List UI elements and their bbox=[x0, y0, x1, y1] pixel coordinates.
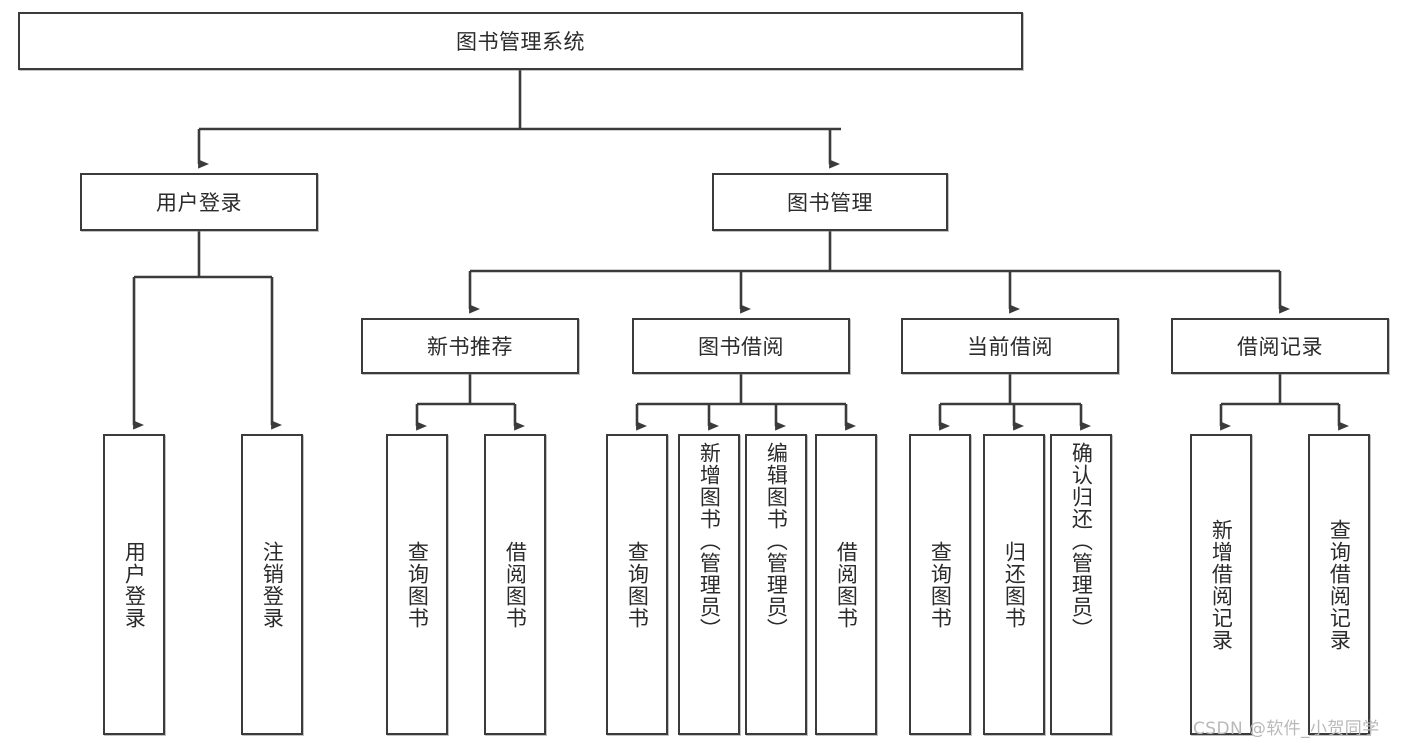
leaf-user-login-label: 用户登录 bbox=[122, 540, 147, 629]
leaf-confirm-return-admin-label: 确认归还（管理员） bbox=[1069, 442, 1094, 640]
node-user-login[interactable]: 用户登录 bbox=[80, 173, 318, 231]
csdn-watermark: CSDN @软件_小贺同学 bbox=[1193, 719, 1380, 739]
leaf-add-book-admin-label: 新增图书（管理员） bbox=[697, 442, 722, 640]
leaf-borrow-book[interactable]: 借阅图书 bbox=[815, 434, 877, 735]
node-root-label: 图书管理系统 bbox=[456, 30, 585, 54]
leaf-query-book-current-label: 查询图书 bbox=[928, 540, 953, 629]
node-new-book-recommend[interactable]: 新书推荐 bbox=[361, 318, 579, 374]
leaf-borrow-book-label: 借阅图书 bbox=[834, 540, 859, 629]
leaf-add-book-admin[interactable]: 新增图书（管理员） bbox=[678, 434, 740, 735]
leaf-edit-book-admin[interactable]: 编辑图书（管理员） bbox=[745, 434, 807, 735]
node-book-management[interactable]: 图书管理 bbox=[712, 173, 948, 231]
leaf-query-borrow-record-label: 查询借阅记录 bbox=[1327, 518, 1352, 651]
leaf-user-login[interactable]: 用户登录 bbox=[103, 434, 165, 735]
leaf-query-book-borrow[interactable]: 查询图书 bbox=[606, 434, 668, 735]
leaf-add-borrow-record-label: 新增借阅记录 bbox=[1209, 518, 1234, 651]
leaf-add-borrow-record[interactable]: 新增借阅记录 bbox=[1190, 434, 1252, 735]
node-root[interactable]: 图书管理系统 bbox=[18, 12, 1023, 70]
node-new-book-recommend-label: 新书推荐 bbox=[427, 335, 513, 359]
leaf-query-book-borrow-label: 查询图书 bbox=[625, 540, 650, 629]
node-borrow-records[interactable]: 借阅记录 bbox=[1171, 318, 1389, 374]
leaf-logout[interactable]: 注销登录 bbox=[241, 434, 303, 735]
leaf-logout-label: 注销登录 bbox=[260, 540, 285, 629]
leaf-return-book-label: 归还图书 bbox=[1002, 540, 1027, 629]
leaf-query-book-newbook-label: 查询图书 bbox=[405, 540, 430, 629]
leaf-borrow-book-newbook[interactable]: 借阅图书 bbox=[484, 434, 546, 735]
leaf-query-book-newbook[interactable]: 查询图书 bbox=[386, 434, 448, 735]
node-book-borrow-label: 图书借阅 bbox=[698, 335, 784, 359]
leaf-confirm-return-admin[interactable]: 确认归还（管理员） bbox=[1050, 434, 1112, 735]
node-current-borrow-label: 当前借阅 bbox=[967, 335, 1053, 359]
node-book-borrow[interactable]: 图书借阅 bbox=[632, 318, 850, 374]
leaf-query-book-current[interactable]: 查询图书 bbox=[909, 434, 971, 735]
node-user-login-label: 用户登录 bbox=[156, 191, 242, 215]
node-current-borrow[interactable]: 当前借阅 bbox=[901, 318, 1119, 374]
leaf-borrow-book-newbook-label: 借阅图书 bbox=[503, 540, 528, 629]
node-borrow-records-label: 借阅记录 bbox=[1237, 335, 1323, 359]
node-book-management-label: 图书管理 bbox=[787, 191, 873, 215]
leaf-query-borrow-record[interactable]: 查询借阅记录 bbox=[1308, 434, 1370, 735]
leaf-return-book[interactable]: 归还图书 bbox=[983, 434, 1045, 735]
leaf-edit-book-admin-label: 编辑图书（管理员） bbox=[764, 442, 789, 640]
